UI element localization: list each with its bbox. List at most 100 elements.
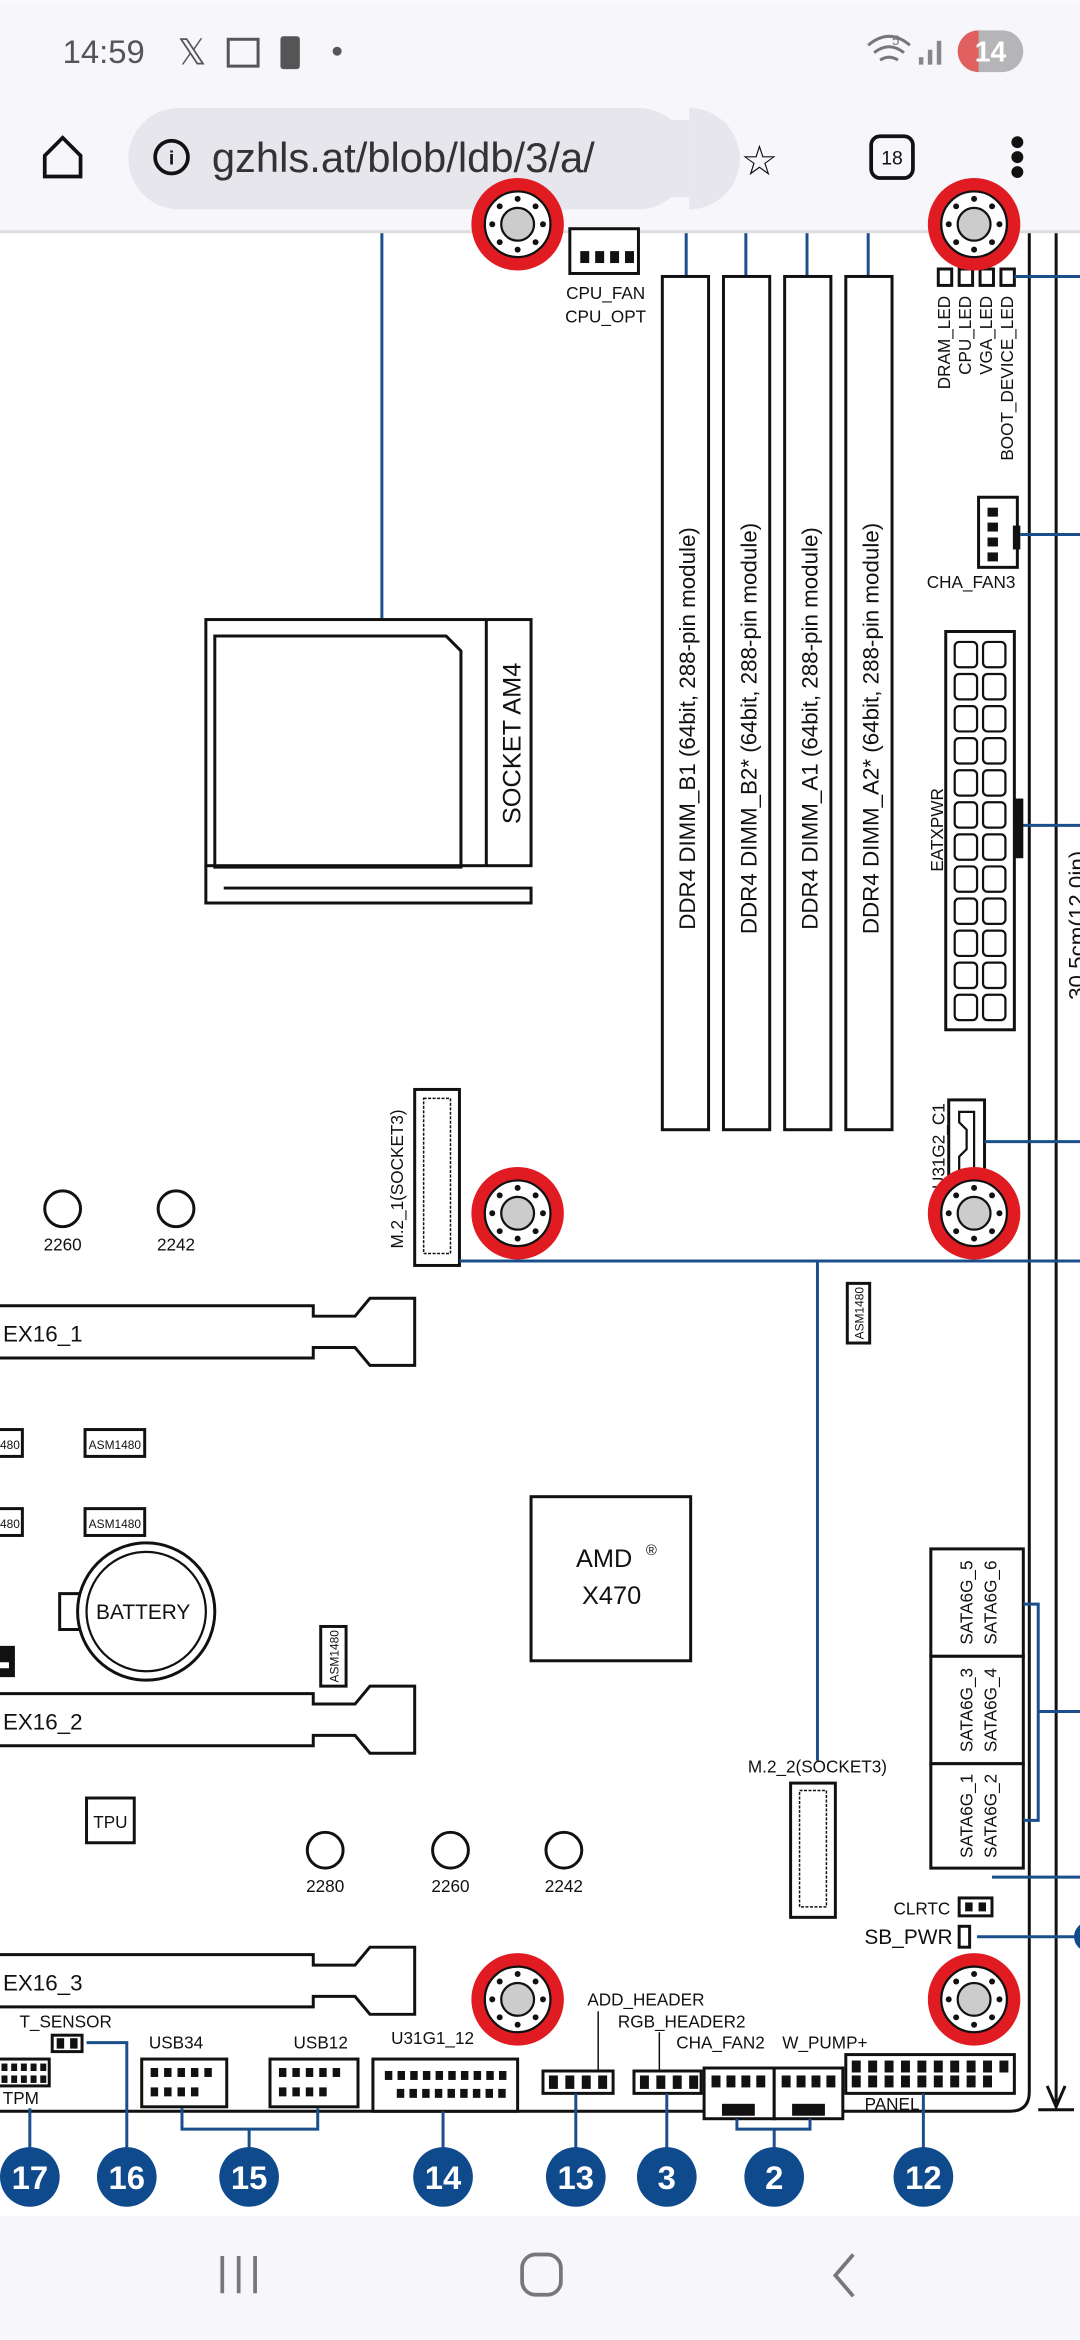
site-info-icon[interactable] xyxy=(153,138,190,176)
eatx-pin xyxy=(953,737,979,765)
header-pin xyxy=(40,2063,47,2071)
eatx-pin xyxy=(953,769,979,797)
u31g1-12-label: U31G1_12 xyxy=(391,2028,474,2048)
mounting-hole xyxy=(471,1953,564,2046)
eatx-pin xyxy=(981,865,1007,893)
home-button[interactable] xyxy=(520,2252,563,2297)
recent-apps-button[interactable] xyxy=(220,2255,257,2294)
mounting-hole xyxy=(927,1953,1021,2046)
eatx-pin xyxy=(981,704,1007,733)
callout-15: 15 xyxy=(219,2147,279,2207)
header-pin xyxy=(900,2060,910,2073)
header-pin xyxy=(656,2075,666,2089)
cha-fan2-label: CHA_FAN2 xyxy=(676,2033,765,2053)
header-pin xyxy=(11,2063,18,2071)
eatx-pin xyxy=(981,961,1007,990)
tpm-label: TPM xyxy=(3,2088,39,2108)
callout-2: 2 xyxy=(744,2147,805,2207)
header-pin xyxy=(811,2075,821,2088)
header-pin xyxy=(781,2075,791,2088)
status-time: 14:59 xyxy=(63,33,145,70)
header-pin xyxy=(498,2070,507,2080)
header-pin xyxy=(983,2060,992,2073)
header-pin xyxy=(933,2060,943,2073)
header-pin xyxy=(851,2060,861,2073)
header-pin xyxy=(292,2087,300,2097)
eatx-pin xyxy=(981,897,1007,925)
header-pin xyxy=(190,2087,199,2097)
motherboard-diagram: 30.5cm(12.0in) SOCKET AM4 CPU_FAN CPU_OP… xyxy=(0,178,1080,2207)
header-pin xyxy=(950,2060,960,2073)
url-text[interactable]: gzhls.at/blob/ldb/3/a/ xyxy=(212,134,595,181)
header-pin xyxy=(434,2088,443,2098)
eatx-pin xyxy=(953,704,979,733)
header-pin xyxy=(435,2070,444,2080)
eatx-pin xyxy=(981,833,1007,861)
header-pin xyxy=(447,2088,455,2098)
board-dimension-label: 30.5cm(12.0in) xyxy=(1064,851,1080,1000)
header-pin xyxy=(884,2075,894,2088)
callout-number: 17 xyxy=(12,2159,48,2196)
callout-16: 16 xyxy=(96,2147,157,2207)
add-header-label: ADD_HEADER xyxy=(587,1989,704,2009)
header-pin xyxy=(485,2088,494,2098)
callout-number: 13 xyxy=(558,2159,594,2196)
pcie-x16-1-label: EX16_1 xyxy=(3,1322,83,1347)
m2-2-size-2280: 2280 xyxy=(306,1876,344,1896)
url-bar[interactable] xyxy=(128,107,690,210)
callout-number: 15 xyxy=(231,2159,267,2196)
header-pin xyxy=(498,2088,506,2098)
header-pin xyxy=(150,2087,159,2097)
eatx-pin xyxy=(981,929,1007,958)
asm-chip-label: ASM1480 xyxy=(89,1517,142,1531)
header-pin xyxy=(868,2060,878,2073)
sata6g-4-label: SATA6G_4 xyxy=(980,1667,1000,1752)
bookmark-star-icon[interactable]: ☆ xyxy=(741,137,778,184)
header-pin xyxy=(448,2070,456,2080)
chipset-brand: AMD xyxy=(576,1545,632,1573)
header-pin xyxy=(639,2075,649,2089)
header-pin xyxy=(278,2068,287,2077)
header-pin xyxy=(460,2088,468,2098)
w-pump-label: W_PUMP+ xyxy=(782,2033,867,2053)
header-pin xyxy=(689,2075,699,2089)
header-pin xyxy=(756,2075,766,2088)
eatx-pin xyxy=(953,961,979,990)
rgb-header2-label: RGB_HEADER2 xyxy=(618,2012,746,2032)
t-sensor-label: T_SENSOR xyxy=(19,2012,111,2032)
sb-pwr-label: SB_PWR xyxy=(864,1926,952,1949)
menu-icon[interactable] xyxy=(1011,136,1024,179)
header-pin xyxy=(933,2075,943,2088)
usb34-label: USB34 xyxy=(149,2033,204,2053)
pcie-x16-3-label: EX16_3 xyxy=(3,1970,83,1995)
header-pin xyxy=(548,2075,558,2089)
eatx-pin xyxy=(953,672,979,701)
wifi-label: 5 xyxy=(892,33,899,48)
header-pin xyxy=(1,2063,8,2071)
header-pin xyxy=(486,2070,494,2080)
callout-3: 3 xyxy=(636,2147,697,2207)
chipset-reg-mark: ® xyxy=(646,1543,657,1559)
callout-number: 12 xyxy=(905,2159,941,2196)
header-pin xyxy=(966,2060,976,2073)
mounting-hole xyxy=(471,1167,564,1260)
m2-1-size-2242: 2242 xyxy=(157,1235,195,1255)
asm-chip-label: ASM1480 xyxy=(853,1287,867,1340)
header-pin xyxy=(164,2087,172,2097)
navigation-bar xyxy=(0,2215,1080,2340)
x-app-icon: 𝕏 xyxy=(178,33,207,73)
header-pin xyxy=(884,2060,894,2073)
dimm-a1-label: DDR4 DIMM_A1 (64bit, 288-pin module) xyxy=(797,527,822,930)
home-icon[interactable] xyxy=(42,135,83,179)
tabs-button[interactable] xyxy=(869,134,915,180)
header-pin xyxy=(384,2070,393,2080)
header-pin xyxy=(20,2075,27,2083)
eatx-pin xyxy=(953,640,979,669)
back-button[interactable] xyxy=(832,2253,855,2298)
header-pin xyxy=(726,2075,736,2088)
asm-chip-label: ASM1480 xyxy=(328,1630,342,1683)
header-pin xyxy=(422,2070,431,2080)
header-pin xyxy=(40,2075,47,2083)
panel-label: PANEL xyxy=(865,2094,920,2114)
header-pin xyxy=(999,2060,1009,2073)
